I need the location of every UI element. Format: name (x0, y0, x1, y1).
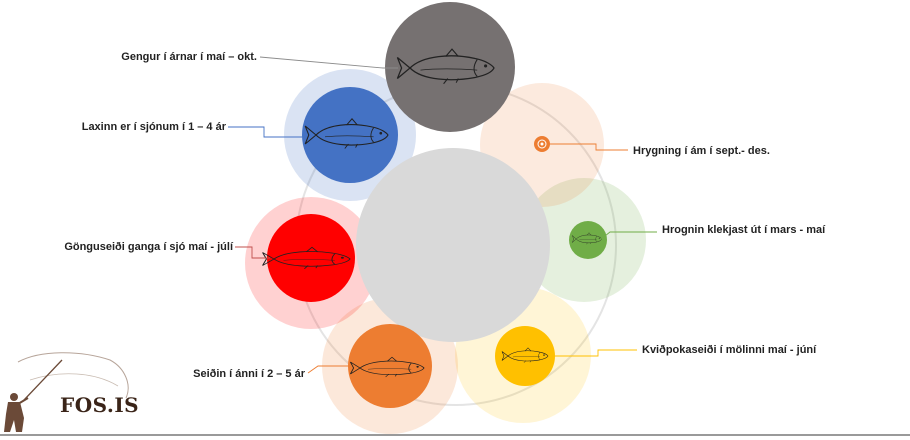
label-alevin: Kviðpokaseiði í mölinni maí - júní (642, 344, 817, 356)
hatch-circle (569, 221, 607, 259)
label-smolt: Gönguseiði ganga í sjó maí - júlí (64, 241, 233, 253)
center-circle (356, 148, 550, 342)
connector-lines (228, 56, 657, 374)
sea-circle (302, 87, 398, 183)
bottom-divider (0, 434, 910, 436)
label-spawning: Hrygning í ám í sept.- des. (633, 145, 770, 157)
parr-circle (348, 324, 432, 408)
adult-circle (385, 2, 515, 132)
alevin-circle (495, 326, 555, 386)
label-adult-return: Gengur í árnar í maí – okt. (121, 51, 257, 63)
logo-text: FOS.IS (60, 393, 140, 417)
egg-icon (537, 139, 547, 149)
smolt-circle (267, 214, 355, 302)
label-sea-years: Laxinn er í sjónum í 1 – 4 ár (81, 121, 226, 133)
label-parr: Seiðin í ánni í 2 – 5 ár (193, 368, 305, 380)
label-hatching: Hrognin klekjast út í mars - maí (662, 224, 826, 236)
angler-icon (4, 352, 129, 432)
